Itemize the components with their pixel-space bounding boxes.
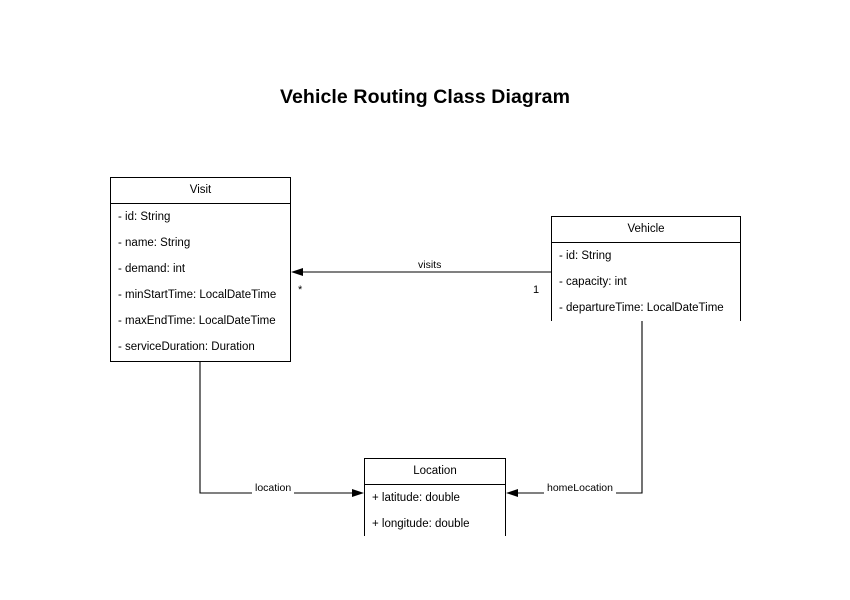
edge-label-visits: visits [415,259,445,271]
edge-label-home-location: homeLocation [544,482,616,494]
edge-location [199,362,364,497]
multiplicity-visit-side: * [298,284,303,296]
attribute-row: - maxEndTime: LocalDateTime [118,315,276,327]
attribute-row: - departureTime: LocalDateTime [559,302,724,314]
class-box-vehicle[interactable]: Vehicle - id: String - capacity: int - d… [551,216,741,321]
attribute-row: - name: String [118,237,191,249]
edge-label-location: location [252,482,295,494]
class-name-location: Location [365,459,505,485]
attribute-row: + latitude: double [372,492,460,504]
diagram-title: Vehicle Routing Class Diagram [279,86,571,108]
attribute-list-visit: - id: String - name: String - demand: in… [111,204,290,360]
edge-home-location [506,321,643,497]
class-name-vehicle: Vehicle [552,217,740,243]
attribute-row: + longitude: double [372,518,470,530]
edge-visits [291,268,551,276]
attribute-row: - capacity: int [559,276,627,288]
attribute-list-location: + latitude: double + longitude: double [365,485,505,537]
attribute-row: - demand: int [118,263,186,275]
class-box-visit[interactable]: Visit - id: String - name: String - dema… [110,177,291,362]
multiplicity-vehicle-side: 1 [533,284,540,296]
attribute-list-vehicle: - id: String - capacity: int - departure… [552,243,740,321]
class-name-visit: Visit [111,178,290,204]
attribute-row: - id: String [559,250,612,262]
class-box-location[interactable]: Location + latitude: double + longitude:… [364,458,506,537]
attribute-row: - id: String [118,211,171,223]
attribute-row: - minStartTime: LocalDateTime [118,289,277,301]
attribute-row: - serviceDuration: Duration [118,341,255,353]
